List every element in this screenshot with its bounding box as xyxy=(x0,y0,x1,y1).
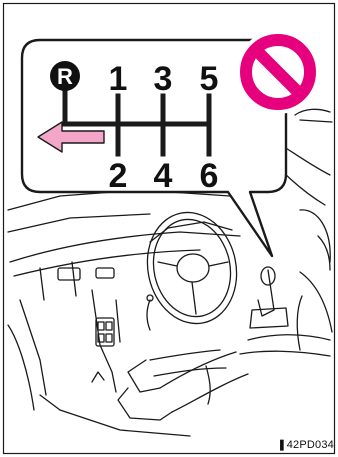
gear-4-label: 4 xyxy=(154,157,173,195)
reverse-label: R xyxy=(57,64,73,89)
image-code-text: 42PD034 xyxy=(287,439,334,451)
gear-2-label: 2 xyxy=(109,157,128,195)
image-code: ❚42PD034 xyxy=(277,438,334,451)
code-marker: ❚ xyxy=(277,439,286,451)
gear-1-label: 1 xyxy=(109,60,128,98)
gear-5-label: 5 xyxy=(200,60,219,98)
gear-3-label: 3 xyxy=(154,60,173,98)
gear-6-label: 6 xyxy=(200,157,219,195)
no-entry-icon xyxy=(239,33,317,111)
reverse-badge: R xyxy=(50,61,80,91)
